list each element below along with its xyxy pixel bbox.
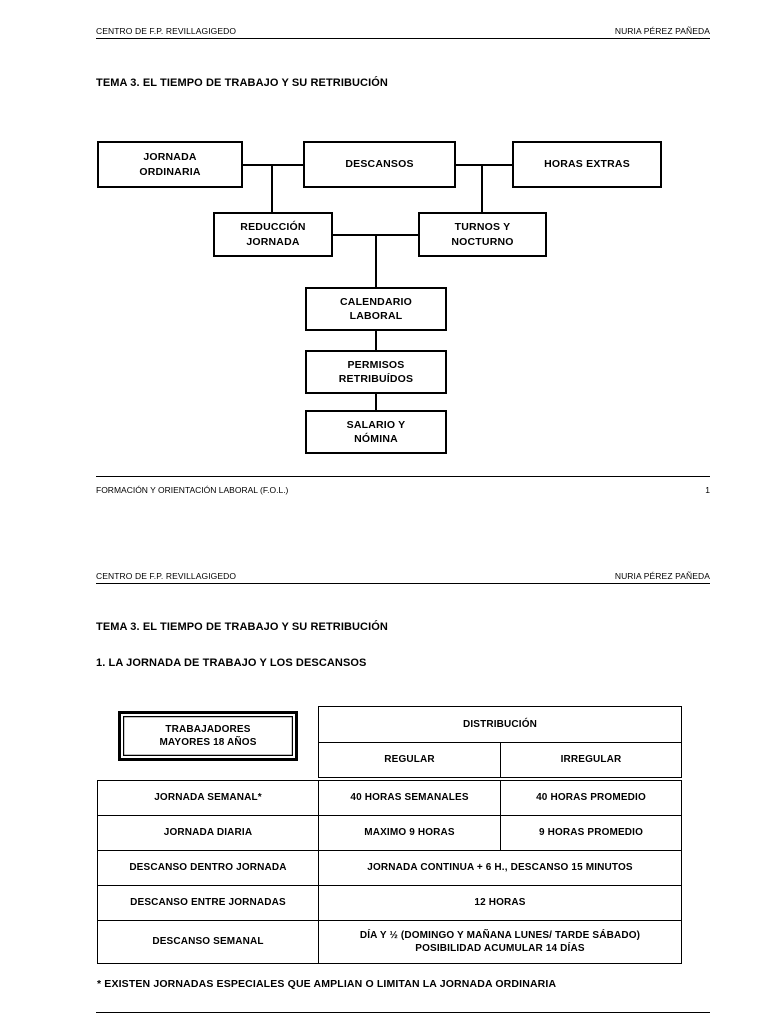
table-footnote: * EXISTEN JORNADAS ESPECIALES QUE AMPLIA… (97, 978, 557, 990)
table-cell-text: JORNADA SEMANAL* (154, 792, 262, 804)
flowchart-diagram: JORNADA ORDINARIA DESCANSOS HORAS EXTRAS… (0, 0, 768, 480)
footer-subject: FORMACIÓN Y ORIENTACIÓN LABORAL (F.O.L.) (96, 485, 289, 495)
table-row-label: JORNADA DIARIA (97, 815, 319, 851)
table-row-label: DESCANSO ENTRE JORNADAS (97, 885, 319, 921)
table-cell-merged: DÍA Y ½ (DOMINGO Y MAÑANA LUNES/ TARDE S… (318, 920, 682, 964)
table-cell-regular: 40 HORAS SEMANALES (318, 780, 501, 816)
connector-descansos-horas (455, 164, 512, 166)
page-title-1: TEMA 3. EL TIEMPO DE TRABAJO Y SU RETRIB… (96, 77, 388, 89)
table-col-header-label: REGULAR (384, 754, 435, 766)
table-cell-text: JORNADA DIARIA (163, 827, 253, 839)
header-institution: CENTRO DE F.P. REVILLAGIGEDO (96, 571, 237, 581)
page-title-2: TEMA 3. EL TIEMPO DE TRABAJO Y SU RETRIB… (96, 621, 388, 633)
page-header-2: CENTRO DE F.P. REVILLAGIGEDO NURIA PÉREZ… (96, 565, 710, 584)
flow-node-reduccion-jornada: REDUCCIÓN JORNADA (213, 212, 333, 257)
table-cell-regular: MAXIMO 9 HORAS (318, 815, 501, 851)
flow-node-turnos-nocturno: TURNOS Y NOCTURNO (418, 212, 547, 257)
table-col-header-regular: REGULAR (318, 742, 501, 778)
table-group-header-label: DISTRIBUCIÓN (462, 718, 538, 730)
table-group-header-distribucion: DISTRIBUCIÓN (318, 706, 682, 743)
table-col-header-label: IRREGULAR (560, 754, 622, 766)
table-cell-text: 40 HORAS SEMANALES (350, 792, 469, 804)
footer-page-number: 1 (705, 485, 710, 495)
table-corner-cell: TRABAJADORES MAYORES 18 AÑOS (118, 711, 298, 761)
table-cell-text: DESCANSO SEMANAL (152, 936, 264, 948)
table-cell-text: 12 HORAS (474, 897, 526, 909)
table-cell-text: DESCANSO DENTRO JORNADA (129, 862, 287, 874)
table-cell-irregular: 40 HORAS PROMEDIO (500, 780, 682, 816)
connector-drop-calendario (375, 234, 377, 288)
table-row-label: DESCANSO SEMANAL (97, 920, 319, 964)
flow-node-salario-nomina: SALARIO Y NÓMINA (305, 410, 447, 454)
table-cell-merged: JORNADA CONTINUA + 6 H., DESCANSO 15 MIN… (318, 850, 682, 886)
connector-permisos-salario (375, 393, 377, 411)
flow-node-label: DESCANSOS (345, 158, 414, 171)
table-cell-text: 40 HORAS PROMEDIO (536, 792, 646, 804)
flow-node-label: CALENDARIO LABORAL (340, 295, 412, 322)
table-row-label: JORNADA SEMANAL* (97, 780, 319, 816)
page-footer-1: FORMACIÓN Y ORIENTACIÓN LABORAL (F.O.L.)… (96, 476, 710, 505)
flow-node-label: HORAS EXTRAS (544, 158, 630, 171)
table-row-label: DESCANSO DENTRO JORNADA (97, 850, 319, 886)
flow-node-permisos-retribuidos: PERMISOS RETRIBUÍDOS (305, 350, 447, 394)
page-header-1: CENTRO DE F.P. REVILLAGIGEDO NURIA PÉREZ… (96, 20, 710, 39)
flow-node-label: JORNADA ORDINARIA (139, 151, 201, 178)
flow-node-label: SALARIO Y NÓMINA (346, 418, 406, 445)
table-cell-text: JORNADA CONTINUA + 6 H., DESCANSO 15 MIN… (367, 862, 633, 874)
flow-node-label: TURNOS Y NOCTURNO (451, 221, 514, 248)
flow-node-label: PERMISOS RETRIBUÍDOS (338, 358, 414, 385)
flow-node-jornada-ordinaria: JORNADA ORDINARIA (97, 141, 243, 188)
header-institution: CENTRO DE F.P. REVILLAGIGEDO (96, 26, 237, 36)
table-cell-text: DESCANSO ENTRE JORNADAS (130, 897, 286, 909)
flow-node-calendario-laboral: CALENDARIO LABORAL (305, 287, 447, 331)
flow-node-label: REDUCCIÓN JORNADA (240, 221, 306, 248)
section-title: 1. LA JORNADA DE TRABAJO Y LOS DESCANSOS (96, 657, 367, 669)
connector-calendario-permisos (375, 330, 377, 351)
connector-drop-turnos (481, 164, 483, 214)
table-cell-text: 9 HORAS PROMEDIO (538, 827, 644, 839)
table-col-header-irregular: IRREGULAR (500, 742, 682, 778)
table-cell-text: DÍA Y ½ (DOMINGO Y MAÑANA LUNES/ TARDE S… (359, 929, 641, 955)
connector-drop-reduccion (271, 164, 273, 214)
flow-node-horas-extras: HORAS EXTRAS (512, 141, 662, 188)
table-cell-irregular: 9 HORAS PROMEDIO (500, 815, 682, 851)
header-author: NURIA PÉREZ PAÑEDA (614, 571, 710, 581)
table-cell-text: MAXIMO 9 HORAS (364, 827, 455, 839)
header-author: NURIA PÉREZ PAÑEDA (614, 26, 710, 36)
flow-node-descansos: DESCANSOS (303, 141, 456, 188)
table-corner-label: TRABAJADORES MAYORES 18 AÑOS (159, 723, 257, 749)
page-footer-2 (96, 1012, 710, 1025)
table-cell-merged: 12 HORAS (318, 885, 682, 921)
